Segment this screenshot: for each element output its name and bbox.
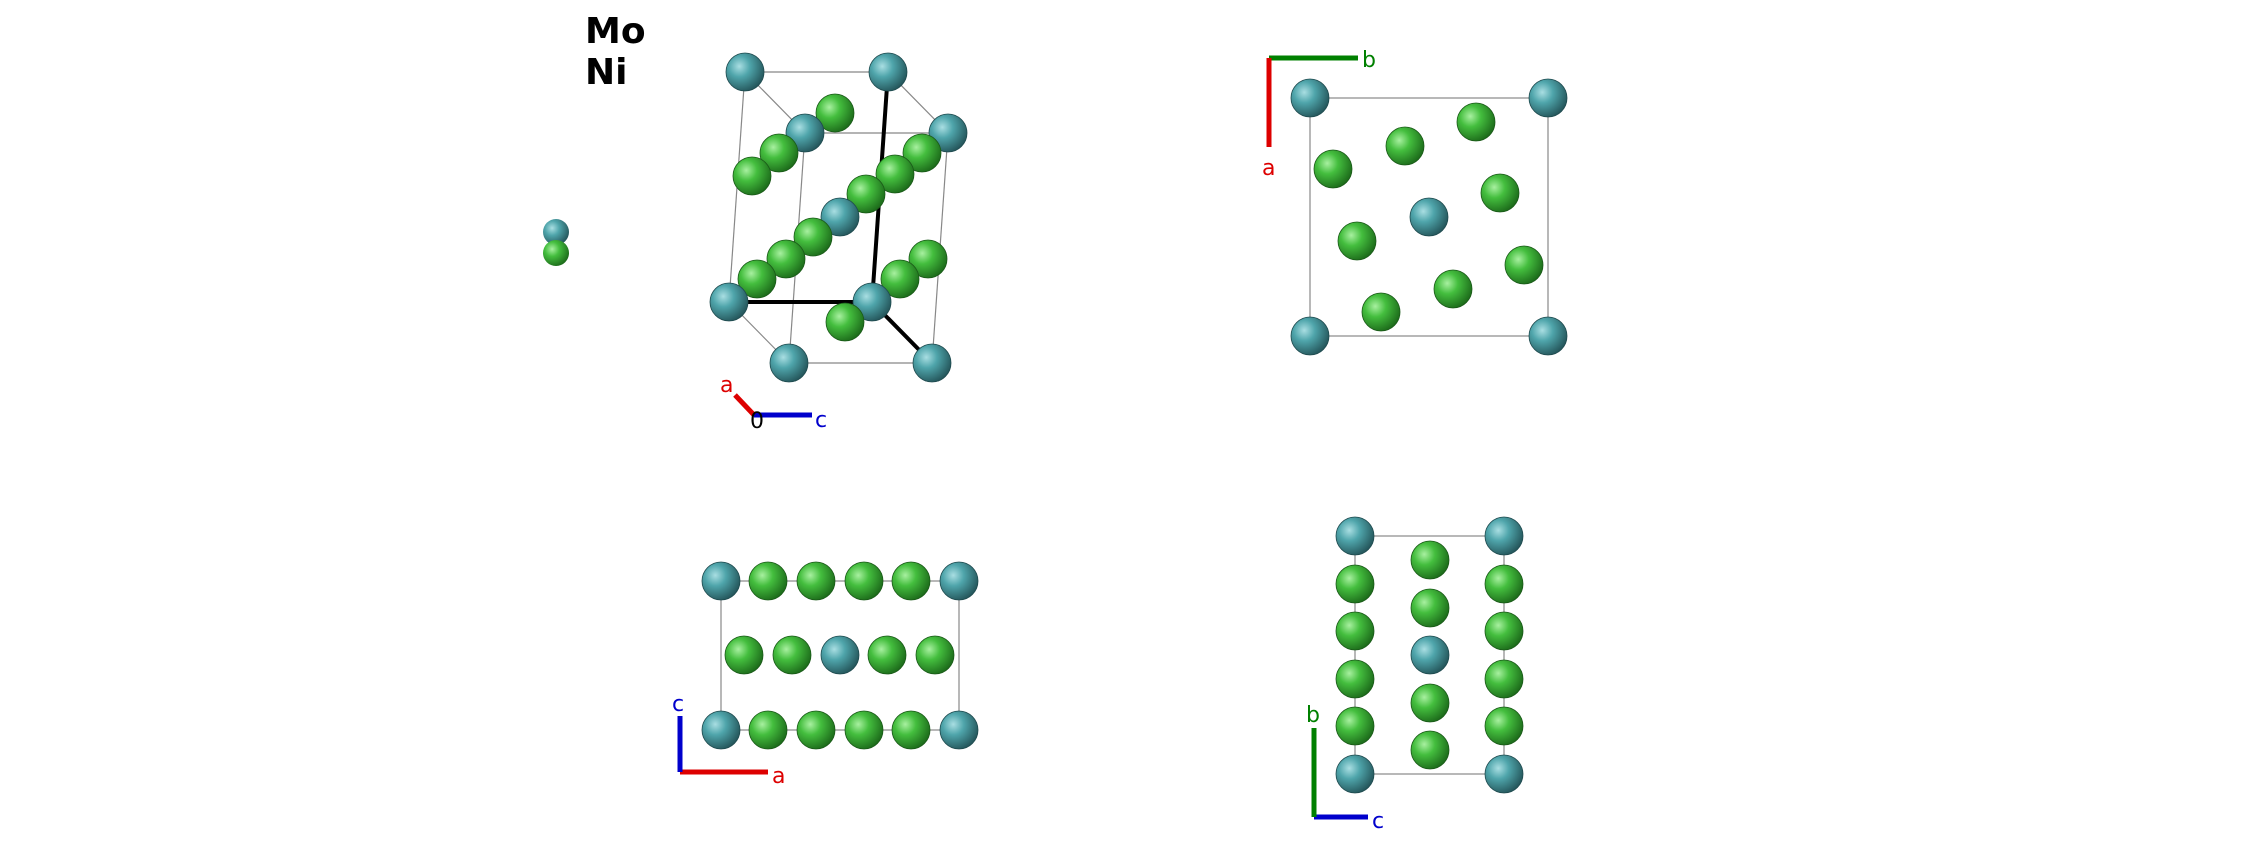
ni-atom <box>1484 611 1524 651</box>
ni-atom <box>1433 269 1473 309</box>
ni-atom <box>1335 659 1375 699</box>
view-along-c-axis-triad: b a <box>1262 48 1376 181</box>
ni-atom <box>1504 245 1544 285</box>
mo-atom <box>928 113 968 153</box>
ni-atom <box>1410 683 1450 723</box>
ni-atom <box>1410 540 1450 580</box>
axis-origin-label: 0 <box>750 409 764 434</box>
ni-atom <box>844 561 884 601</box>
view-along-b-atoms <box>701 561 979 750</box>
legend-mo-atom <box>543 219 569 245</box>
ni-atom <box>724 635 764 675</box>
ni-atom <box>915 635 955 675</box>
ni-atom <box>875 154 915 194</box>
view-along-a-axis-triad: b c <box>1306 703 1384 834</box>
mo-atom <box>820 635 860 675</box>
ni-atom <box>902 133 942 173</box>
ni-atom <box>844 710 884 750</box>
ni-atom <box>748 710 788 750</box>
ni-atom <box>748 561 788 601</box>
mo-atom <box>701 561 741 601</box>
ni-atom <box>1335 706 1375 746</box>
ni-atom <box>880 259 920 299</box>
mo-atom <box>1528 316 1568 356</box>
axis-a-label: a <box>772 764 785 789</box>
unit-cell-outline <box>1309 97 1549 337</box>
mo-atom <box>709 282 749 322</box>
ni-atom <box>1484 659 1524 699</box>
ni-atom <box>1484 706 1524 746</box>
ni-atom <box>846 174 886 214</box>
axis-a-line <box>733 393 756 417</box>
ni-atom <box>867 635 907 675</box>
mo-atom <box>1335 516 1375 556</box>
axis-a-label: a <box>1262 156 1275 181</box>
ni-atom <box>796 710 836 750</box>
mo-atom <box>1484 516 1524 556</box>
perspective-view: a 0 c <box>709 52 968 434</box>
mo-atom <box>868 52 908 92</box>
ni-atom <box>737 259 777 299</box>
ni-atom <box>891 561 931 601</box>
axis-b-label: b <box>1362 48 1376 73</box>
axis-c-label: c <box>672 692 684 717</box>
axis-a-label: a <box>720 373 733 398</box>
mo-atom <box>912 343 952 383</box>
ni-atom <box>796 561 836 601</box>
mo-atom <box>725 52 765 92</box>
perspective-axis-triad: a 0 c <box>720 373 827 434</box>
unit-cell-outline <box>1354 535 1505 775</box>
view-along-b-axis-triad: c a <box>672 692 785 789</box>
mo-atom <box>939 561 979 601</box>
ni-atom <box>1484 564 1524 604</box>
mo-atom <box>820 197 860 237</box>
ni-atom <box>1410 588 1450 628</box>
ni-atom <box>1335 564 1375 604</box>
mo-atom <box>701 710 741 750</box>
perspective-atoms <box>709 52 968 383</box>
legend-ni-label: Ni <box>585 52 628 93</box>
legend-mo-label: Mo <box>585 11 646 52</box>
ni-atom <box>732 156 772 196</box>
mo-atom <box>1335 754 1375 794</box>
ni-atom <box>1361 292 1401 332</box>
mo-atom <box>769 343 809 383</box>
ni-atom <box>908 239 948 279</box>
legend <box>543 219 569 266</box>
ni-atom <box>759 133 799 173</box>
view-along-c: b a <box>1262 48 1568 356</box>
mo-atom <box>1410 635 1450 675</box>
view-along-b: c a <box>672 561 979 789</box>
axis-b-label: b <box>1306 703 1320 728</box>
ni-atom <box>891 710 931 750</box>
ni-atom <box>825 302 865 342</box>
axis-c-label: c <box>1372 809 1384 834</box>
view-along-a-atoms <box>1335 516 1524 794</box>
ni-atom <box>1385 126 1425 166</box>
mo-atom <box>1290 78 1330 118</box>
ni-atom <box>1335 611 1375 651</box>
ni-atom <box>793 217 833 257</box>
ni-atom <box>766 239 806 279</box>
view-along-a: b c <box>1306 516 1524 834</box>
mo-atom <box>939 710 979 750</box>
view-along-c-atoms <box>1290 78 1568 356</box>
ni-atom <box>1456 102 1496 142</box>
legend-ni-atom <box>543 240 569 266</box>
ni-atom <box>1480 173 1520 213</box>
mo-atom <box>852 282 892 322</box>
ni-atom <box>1410 730 1450 770</box>
ni-atom <box>815 93 855 133</box>
axis-c-label: c <box>815 408 827 433</box>
mo-atom <box>1484 754 1524 794</box>
ni-atom <box>1337 221 1377 261</box>
unit-cell-outline <box>720 580 960 731</box>
mo-atom <box>1528 78 1568 118</box>
ni-atom <box>772 635 812 675</box>
ni-atom <box>1313 149 1353 189</box>
mo-atom <box>785 113 825 153</box>
mo-atom <box>1290 316 1330 356</box>
mo-atom <box>1409 197 1449 237</box>
